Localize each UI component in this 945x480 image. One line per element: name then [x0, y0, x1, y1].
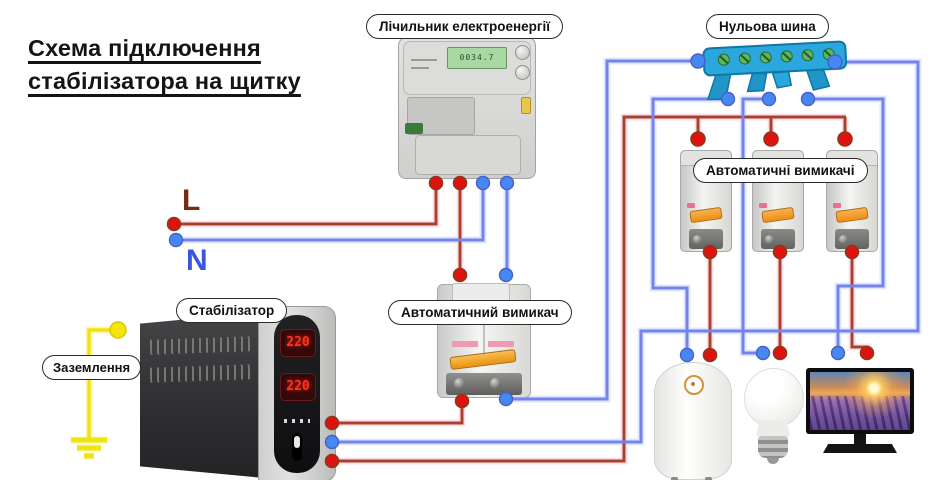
meter-marking	[411, 59, 437, 61]
breaker-screw	[839, 235, 848, 244]
breaker-screw	[765, 235, 774, 244]
stabilizer-side-panel	[140, 312, 264, 478]
title-line-1: Схема підключення	[28, 35, 261, 61]
tv-screen	[810, 372, 910, 430]
water-heater-fitting	[705, 477, 712, 480]
meter-lcd-display: 0034.7	[447, 47, 507, 69]
neutral-dots	[168, 53, 846, 450]
tv-stand-neck	[854, 434, 866, 444]
breaker-terminal	[689, 229, 723, 249]
breaker-screw	[490, 378, 501, 389]
breaker-terminal	[835, 229, 869, 249]
stabilizer-display-bottom: 220	[280, 373, 316, 401]
bulb-globe	[744, 368, 804, 428]
neutral-bus	[702, 40, 848, 100]
page-title: Схема підключення стабілізатора на щитку	[28, 32, 301, 98]
label-main-breaker: Автоматичний вимикач	[388, 300, 572, 325]
meter-button	[515, 45, 530, 60]
light-bulb	[744, 368, 804, 464]
breaker-marking	[833, 203, 841, 208]
voltage-stabilizer: 220 220	[140, 306, 336, 480]
breaker-marking	[452, 341, 478, 347]
earth-symbol-icon	[71, 437, 107, 459]
title-line-2: стабілізатора на щитку	[28, 68, 301, 94]
breaker-screw	[693, 235, 702, 244]
meter-terminal-cover	[415, 135, 521, 175]
water-heater-logo	[684, 375, 704, 395]
ground-dot	[109, 321, 127, 339]
breaker-marking	[759, 203, 767, 208]
stabilizer-display-top: 220	[280, 329, 316, 357]
power-switch-knob	[294, 436, 300, 448]
tv	[806, 368, 914, 460]
label-ground: Заземлення	[42, 355, 142, 380]
bulb-screw-base	[758, 436, 788, 458]
label-stabilizer: Стабілізатор	[176, 298, 288, 323]
breaker-terminal	[446, 373, 522, 395]
electricity-meter: 0034.7	[398, 36, 536, 179]
breaker-marking	[488, 341, 514, 347]
breaker-screw	[454, 378, 465, 389]
meter-button	[515, 65, 530, 80]
meter-terminal-led	[405, 123, 423, 134]
label-electricity-meter: Лічильник електроенергії	[366, 14, 564, 39]
bulb-contact-tip	[767, 458, 779, 464]
stabilizer-front-panel: 220 220	[258, 306, 336, 480]
breaker-module-divider	[483, 311, 485, 357]
phase-l-label: L	[182, 184, 201, 217]
indicator-leds	[284, 419, 310, 423]
live-dots	[166, 131, 875, 469]
tv-stand-base	[823, 444, 897, 453]
neutral-wires	[176, 59, 920, 444]
ground-wire	[87, 328, 118, 440]
live-wires	[174, 115, 869, 463]
neutral-bus-body	[702, 40, 848, 100]
stabilizer-control-panel: 220 220	[274, 315, 320, 473]
phase-n-label: N	[186, 244, 208, 277]
label-neutral-bus: Нульова шина	[706, 14, 829, 39]
meter-marking	[411, 67, 429, 69]
bulb-neck	[756, 420, 790, 436]
breaker-terminal	[761, 229, 795, 249]
meter-seal	[521, 97, 531, 114]
label-breakers: Автоматичні вимикачі	[693, 158, 868, 183]
water-heater	[654, 362, 732, 480]
power-switch	[292, 433, 302, 461]
water-heater-fitting	[671, 477, 678, 480]
breaker-marking	[687, 203, 695, 208]
